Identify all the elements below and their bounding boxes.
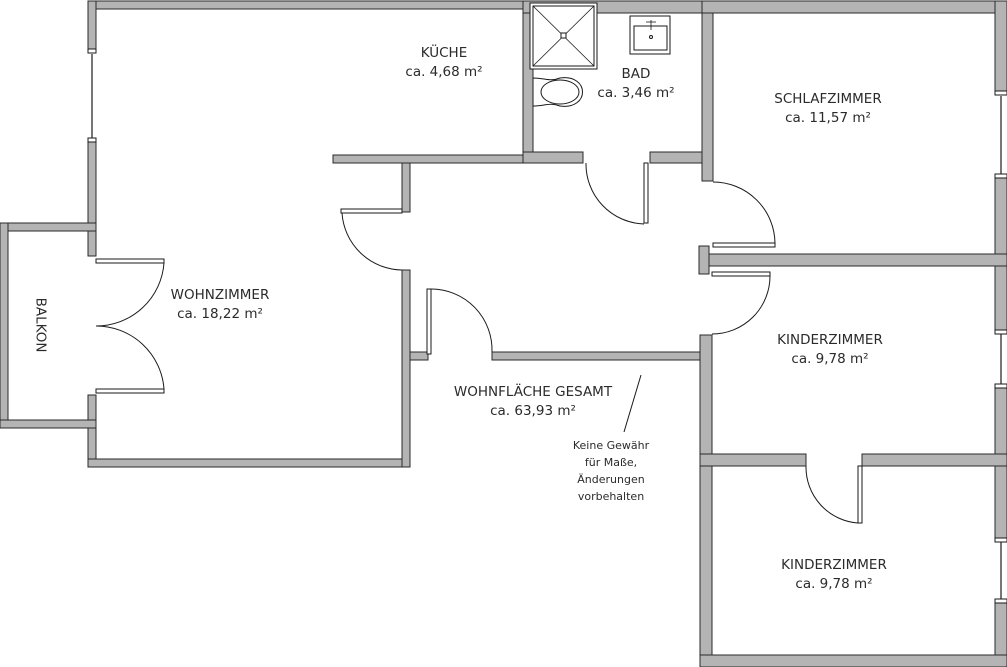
room-name: KINDERZIMMER xyxy=(777,332,883,348)
disclaimer-line: Änderungen xyxy=(577,473,645,486)
wohnzimmer-door xyxy=(340,208,403,271)
room-area: ca. 9,78 m² xyxy=(795,576,873,592)
doors xyxy=(95,162,863,524)
disclaimer-line: für Maße, xyxy=(584,456,638,469)
disclaimer-line: Keine Gewähr xyxy=(572,439,650,452)
room-name: SCHLAFZIMMER xyxy=(774,91,882,107)
room-area: ca. 11,57 m² xyxy=(785,110,871,126)
room-area: ca. 3,46 m² xyxy=(597,85,675,101)
bathroom-fixtures xyxy=(529,2,671,107)
kinderzimmer-1-door xyxy=(711,271,771,335)
room-label-kinderzimmer-1: KINDERZIMMER ca. 9,78 m² xyxy=(777,331,883,369)
kinderzimmer-2-door xyxy=(805,465,863,524)
disclaimer-line: vorbehalten xyxy=(577,490,645,503)
room-area: ca. 9,78 m² xyxy=(791,351,869,367)
room-label-bad: BAD ca. 3,46 m² xyxy=(597,65,674,103)
flur-door xyxy=(426,288,493,355)
room-name: WOHNZIMMER xyxy=(170,287,270,303)
sink-icon xyxy=(629,15,671,55)
schlafzimmer-door xyxy=(712,181,776,248)
windows xyxy=(87,48,1007,604)
balcony-double-door xyxy=(95,258,165,394)
balcony-label: BALKON xyxy=(32,297,49,353)
room-label-wohnzimmer: WOHNZIMMER ca. 18,22 m² xyxy=(171,286,270,324)
room-name: KINDERZIMMER xyxy=(781,557,887,573)
total-area-label: WOHNFLÄCHE GESAMT ca. 63,93 m² xyxy=(454,383,612,421)
total-title: WOHNFLÄCHE GESAMT xyxy=(453,384,613,400)
room-name: KÜCHE xyxy=(420,45,468,61)
room-area: ca. 18,22 m² xyxy=(177,306,263,322)
room-label-kueche: KÜCHE ca. 4,68 m² xyxy=(405,44,482,82)
shower-icon xyxy=(529,2,598,70)
room-label-kinderzimmer-2: KINDERZIMMER ca. 9,78 m² xyxy=(781,556,887,594)
total-area: ca. 63,93 m² xyxy=(490,403,576,419)
room-area: ca. 4,68 m² xyxy=(405,64,483,80)
toilet-icon xyxy=(532,77,583,107)
room-name: BAD xyxy=(621,66,651,82)
room-label-schlafzimmer: SCHLAFZIMMER ca. 11,57 m² xyxy=(774,90,881,128)
disclaimer-pointer xyxy=(623,374,642,433)
bad-door xyxy=(585,162,649,225)
disclaimer-note: Keine Gewähr für Maße, Änderungen vorbeh… xyxy=(573,437,649,505)
